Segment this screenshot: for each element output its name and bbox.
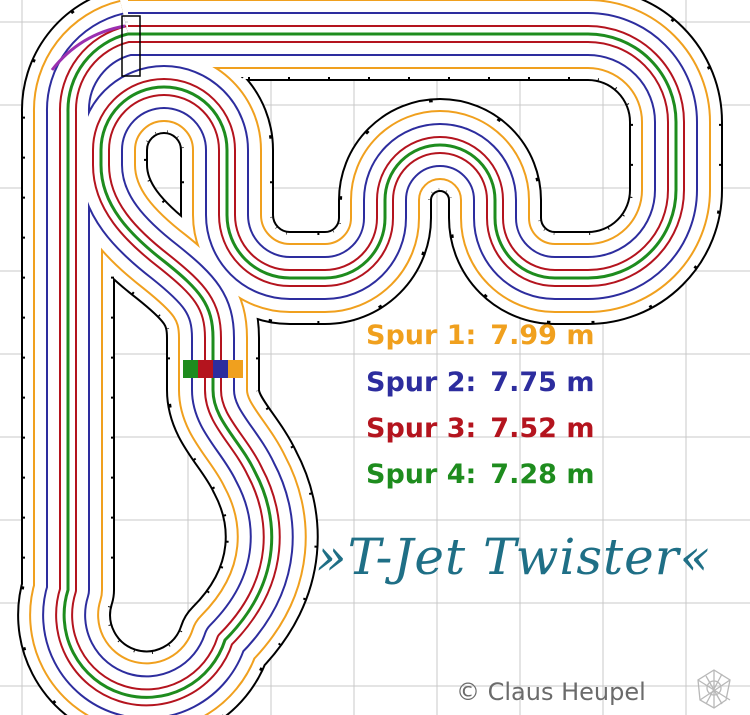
- lane-change-section: [50, 15, 141, 77]
- lane-4-label: Spur 4: 7.28 m: [366, 459, 594, 490]
- lane-4-path: [62, 32, 678, 699]
- start-block-1: [183, 360, 198, 378]
- lane-3-label: Spur 3: 7.52 m: [366, 413, 594, 444]
- author-logo-icon: [697, 669, 731, 709]
- start-block-4: [228, 360, 243, 378]
- lane-change-stroke: [50, 24, 126, 71]
- lane-1-name: Spur 1:: [366, 320, 477, 351]
- track-title: »T-Jet Twister«: [316, 528, 712, 586]
- lane-2-name: Spur 2:: [366, 367, 477, 398]
- lane-3-name: Spur 3:: [366, 413, 477, 444]
- lane-2-length: 7.75 m: [490, 367, 595, 398]
- start-block-3: [213, 360, 228, 378]
- slot-track: [17, 0, 723, 715]
- start-block-2: [198, 360, 213, 378]
- lane-1-label: Spur 1: 7.99 m: [366, 320, 594, 351]
- start-finish-line: [183, 360, 243, 378]
- lane-1-length: 7.99 m: [490, 320, 595, 351]
- copyright-notice: © Claus Heupel: [456, 678, 646, 706]
- lane-3-length: 7.52 m: [490, 413, 595, 444]
- lane-4-length: 7.28 m: [490, 459, 595, 490]
- lane-change-box: [121, 15, 141, 77]
- lane-4-name: Spur 4:: [366, 459, 477, 490]
- lane-2-label: Spur 2: 7.75 m: [366, 367, 594, 398]
